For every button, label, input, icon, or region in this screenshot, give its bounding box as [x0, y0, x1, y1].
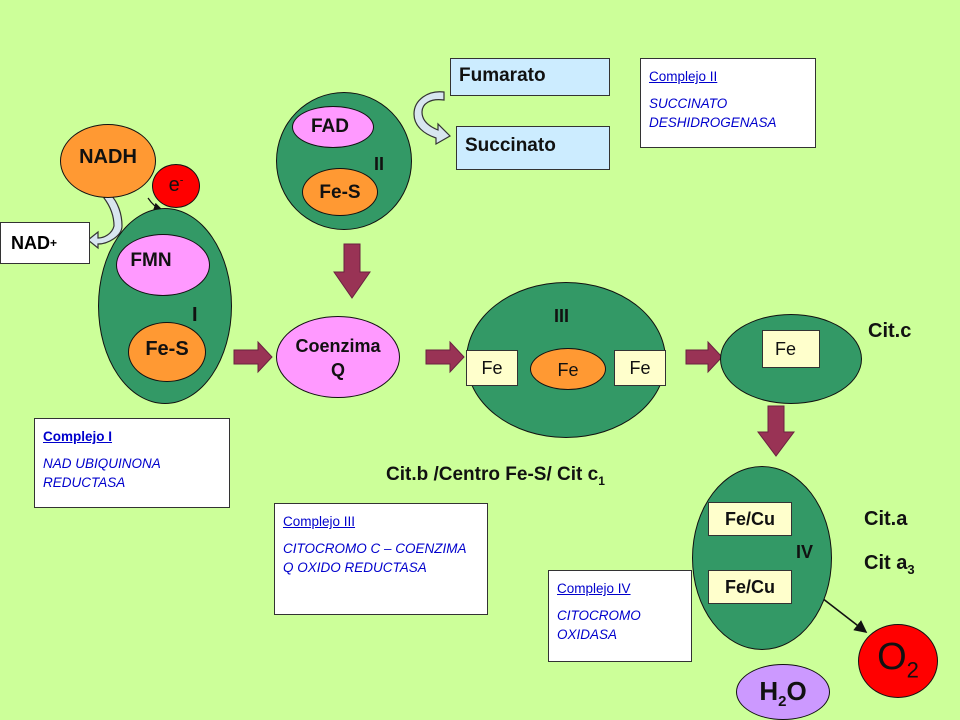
- info-complex-II-desc: SUCCINATO DESHIDROGENASA: [649, 96, 777, 130]
- oxygen-label: O2: [877, 636, 919, 683]
- info-complex-I-title: Complejo I: [43, 429, 113, 444]
- cyt-c-label: Cit.c: [868, 320, 912, 342]
- coenzyme-q-label: Coenzima Q: [276, 334, 400, 382]
- arrow-cytc-to-IV: [757, 405, 795, 457]
- fes-label-II: Fe-S: [319, 182, 361, 203]
- info-complex-I-desc: NAD UBIQUINONA REDUCTASA: [43, 456, 161, 490]
- fad-node: [292, 106, 374, 148]
- nad-plus-box: NAD+: [0, 222, 90, 264]
- info-complex-III: Complejo III CITOCROMO C – COENZIMA Q OX…: [274, 503, 488, 615]
- electron-node: [152, 164, 200, 208]
- electron-label: e-: [168, 174, 184, 196]
- roman-IV: IV: [796, 542, 814, 562]
- fes-node-I: [128, 322, 206, 382]
- info-complex-IV-desc: CITOCROMO OXIDASA: [557, 608, 641, 642]
- info-complex-III-title: Complejo III: [283, 514, 356, 529]
- fes-label-I: Fe-S: [145, 338, 189, 360]
- arrow-III-to-cytc: [685, 340, 723, 374]
- fe-right-box: Fe: [614, 350, 666, 386]
- water-node: [736, 664, 830, 720]
- oxygen-node: [858, 624, 938, 698]
- nadh-node: [60, 124, 156, 198]
- water-label: H2O: [759, 676, 807, 711]
- curved-arrow-fumarato: [413, 91, 451, 146]
- cit-a-label: Cit.a: [864, 508, 908, 530]
- arrow-II-to-Q: [333, 243, 371, 299]
- info-complex-I: Complejo I NAD UBIQUINONA REDUCTASA: [34, 418, 230, 508]
- coenzyme-q-line1: Coenzima: [295, 336, 381, 356]
- info-complex-IV-title: Complejo IV: [557, 581, 631, 596]
- coenzyme-q-line2: Q: [330, 360, 345, 380]
- nadh-label: NADH: [79, 146, 137, 168]
- fes-node-II: [302, 168, 378, 216]
- roman-II: II: [374, 154, 385, 174]
- info-complex-IV: Complejo IV CITOCROMO OXIDASA: [548, 570, 692, 662]
- fe-center-node: [530, 348, 606, 390]
- fecu-bottom-box: Fe/Cu: [708, 570, 792, 604]
- fumarato-box: Fumarato: [450, 58, 610, 96]
- roman-III: III: [554, 306, 570, 326]
- complex-IV-ellipse: [692, 466, 832, 650]
- fmn-label: FMN: [130, 250, 172, 271]
- fe-left-box: Fe: [466, 350, 518, 386]
- cyt-c-fe-box: Fe: [762, 330, 820, 368]
- fecu-top-box: Fe/Cu: [708, 502, 792, 536]
- fad-label: FAD: [311, 116, 349, 137]
- complex-III-caption: Cit.b /Centro Fe-S/ Cit c1: [386, 464, 605, 488]
- info-complex-II: Complejo II SUCCINATO DESHIDROGENASA: [640, 58, 816, 148]
- arrow-fecu-to-o2: [821, 597, 868, 633]
- coenzyme-q-node: [276, 316, 400, 398]
- roman-I: I: [192, 304, 198, 326]
- info-complex-II-title: Complejo II: [649, 69, 718, 84]
- curved-arrow-nadh: [87, 193, 123, 250]
- info-complex-III-desc: CITOCROMO C – COENZIMA Q OXIDO REDUCTASA: [283, 541, 467, 575]
- arrow-Q-to-III: [425, 340, 465, 374]
- fmn-node: [116, 234, 210, 296]
- cit-a3-label: Cit a3: [864, 552, 915, 577]
- fe-center-label: Fe: [557, 360, 579, 380]
- arrow-I-to-Q: [233, 340, 273, 374]
- succinato-box: Succinato: [456, 126, 610, 170]
